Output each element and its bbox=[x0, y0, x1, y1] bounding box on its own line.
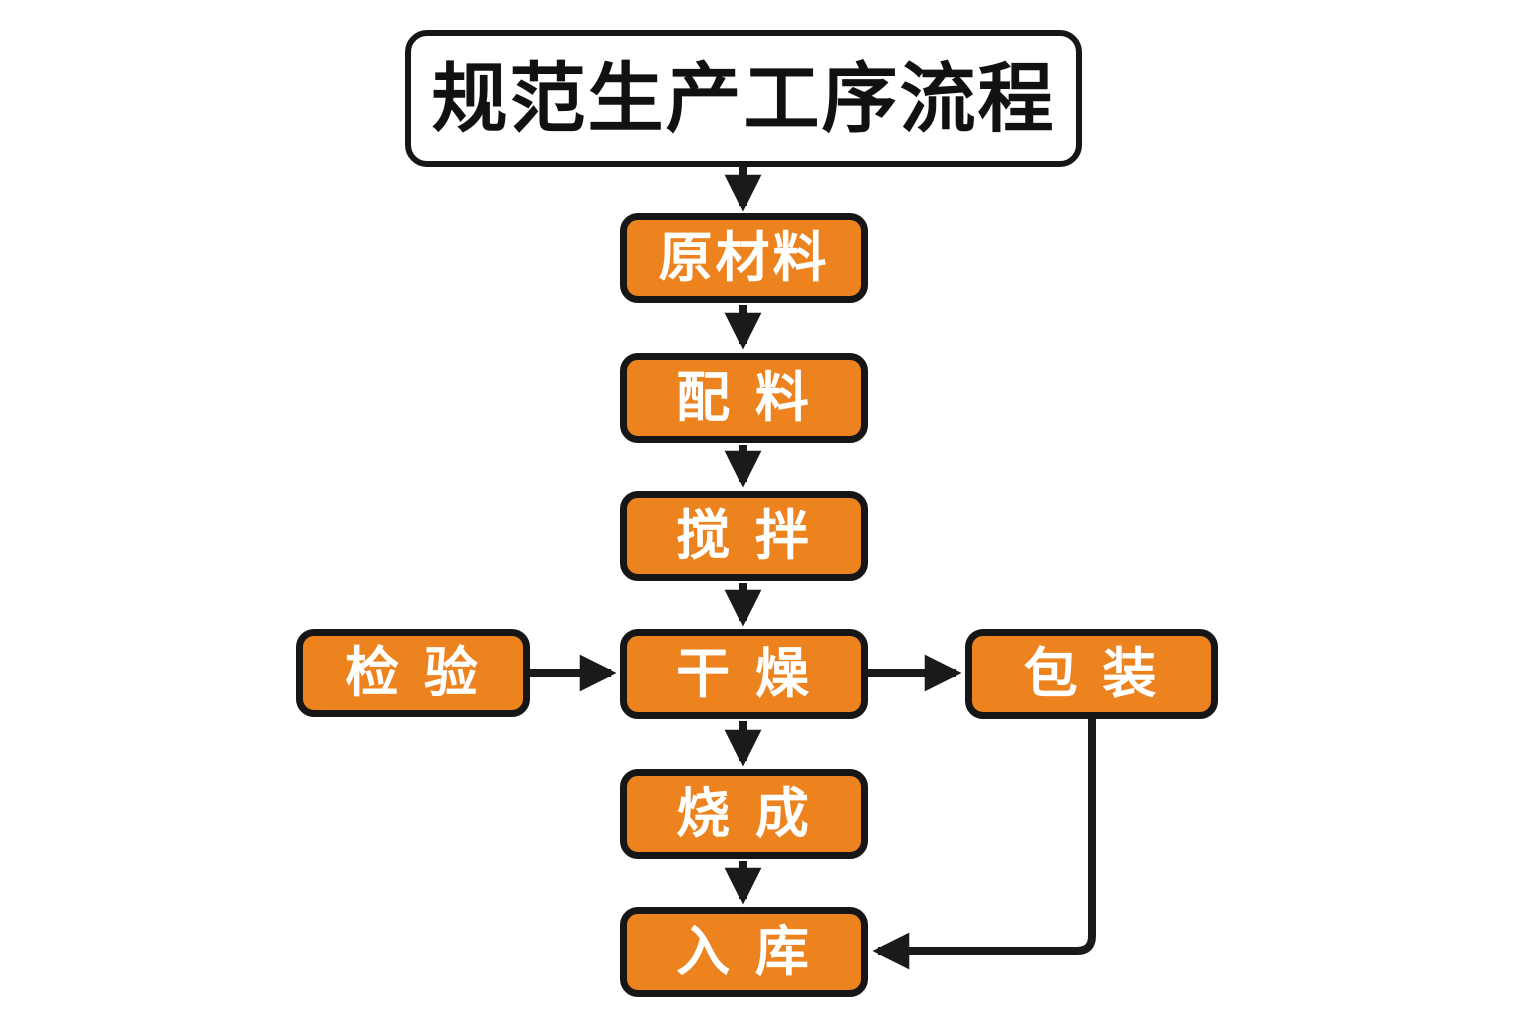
node-batching: 配 料 bbox=[620, 353, 868, 443]
flowchart-title-box: 规范生产工序流程 bbox=[405, 30, 1082, 167]
flowchart-title-text: 规范生产工序流程 bbox=[431, 53, 1056, 143]
node-inspection: 检 验 bbox=[296, 629, 530, 717]
node-raw-material: 原材料 bbox=[620, 213, 868, 303]
node-packaging: 包 装 bbox=[965, 629, 1218, 719]
node-warehousing: 入 库 bbox=[620, 907, 868, 997]
node-firing: 烧 成 bbox=[620, 769, 868, 859]
node-mixing: 搅 拌 bbox=[620, 491, 868, 581]
arrow-packaging-to-warehousing bbox=[872, 719, 1096, 970]
node-drying: 干 燥 bbox=[620, 629, 868, 719]
